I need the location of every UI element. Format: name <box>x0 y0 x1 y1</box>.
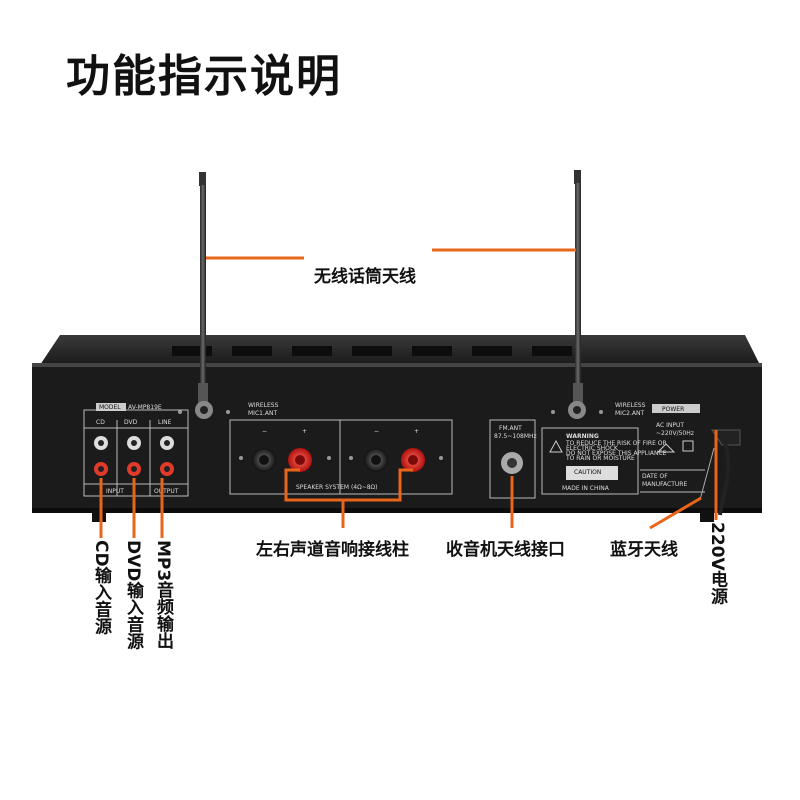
speaker-terminals: − + − + SPEAKER SYSTEM (4Ω~8Ω) <box>229 419 453 495</box>
mp3-callout: MP3音频输出 <box>153 540 173 650</box>
wireless-label-1: WIRELESS <box>248 402 279 409</box>
input-label: INPUT <box>106 488 124 495</box>
output-label: OUTPUT <box>154 488 179 495</box>
power-label: POWER <box>662 406 684 413</box>
dvd-callout: DVD输入音源 <box>123 540 143 650</box>
warning-label: WARNING TO REDUCE THE RISK OF FIRE OR EL… <box>541 427 667 495</box>
antenna-left <box>198 172 208 407</box>
warning-line-1: TO REDUCE THE RISK OF FIRE OR <box>565 440 667 447</box>
antenna-callout: 无线话筒天线 <box>314 267 416 287</box>
rca-jacks <box>94 436 174 476</box>
warning-line-3: DO NOT EXPOSE THIS APPLIANCE <box>566 450 667 457</box>
mic1-label: MIC1.ANT <box>248 410 277 417</box>
model-value: AV-MP819E <box>128 404 162 411</box>
dvd-port-label: DVD <box>124 419 138 426</box>
warning-title: WARNING <box>566 433 599 440</box>
line-port-label: LINE <box>158 419 172 426</box>
bluetooth-callout: 蓝牙天线 <box>610 540 678 560</box>
svg-text:+: + <box>414 428 419 435</box>
model-label: MODEL <box>99 404 121 411</box>
manufacture-label: MANUFACTURE <box>642 481 687 488</box>
page-title: 功能指示说明 <box>66 51 342 102</box>
wireless-label-2: WIRELESS <box>615 402 646 409</box>
speaker-system-label: SPEAKER SYSTEM (4Ω~8Ω) <box>296 484 377 491</box>
svg-text:−: − <box>374 428 379 435</box>
svg-text:+: + <box>302 428 307 435</box>
fm-range-label: 87.5~108MHz <box>494 433 537 440</box>
ac-value-label: ~220V/50Hz <box>656 430 694 437</box>
warning-line-4: TO RAIN OR MOISTURE <box>565 455 635 462</box>
svg-text:−: − <box>262 428 267 435</box>
warning-line-2: ELECTRIC SHOCK <box>566 445 619 452</box>
caution-label: CAUTION <box>574 469 601 476</box>
made-in-label: MADE IN CHINA <box>562 485 610 492</box>
fm-ant-label: FM.ANT <box>499 425 522 432</box>
cd-callout: CD输入音源 <box>91 540 111 635</box>
date-of-label: DATE OF <box>642 473 668 480</box>
speaker-callout: 左右声道音响接线柱 <box>256 540 409 560</box>
fm-callout: 收音机天线接口 <box>446 540 565 560</box>
rca-panel: MODEL AV-MP819E CD DVD LINE INPUT OUTPUT <box>83 403 189 497</box>
power-panel: POWER AC INPUT ~220V/50Hz DATE OF MANUFA… <box>640 404 705 493</box>
power-callout: 220V电源 <box>707 522 727 605</box>
mic2-label: MIC2.ANT <box>615 410 644 417</box>
ac-input-label: AC INPUT <box>656 422 684 429</box>
callout-lines <box>99 248 718 538</box>
cd-port-label: CD <box>96 419 105 426</box>
antenna-right <box>573 170 583 407</box>
